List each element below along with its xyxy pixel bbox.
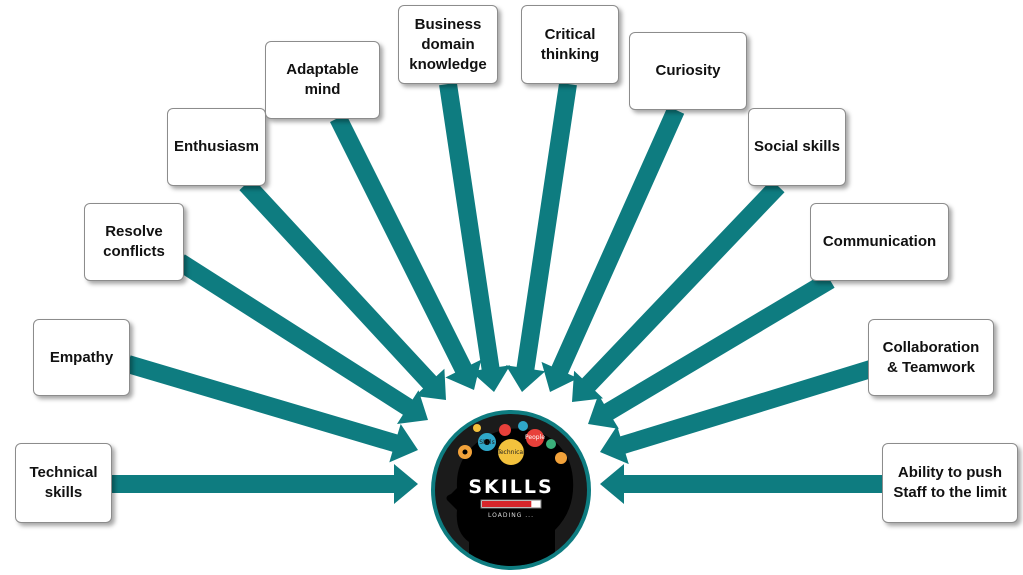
skill-label: Collaboration & Teamwork	[882, 338, 980, 376]
gear-icon	[458, 421, 567, 465]
skill-label: Critical thinking	[540, 25, 600, 63]
skill-box-enthusiasm: Enthusiasm	[167, 108, 266, 186]
arrow-enthusiasm	[239, 177, 446, 400]
loading-text: LOADING ...	[487, 512, 534, 519]
skill-box-communication: Communication	[810, 203, 949, 281]
skill-box-ability-to-push: Ability to push Staff to the limit	[882, 443, 1018, 523]
skill-label: Resolve conflicts	[103, 223, 165, 260]
arrow-business-domain-knowledge	[439, 82, 511, 392]
loading-bar-fill	[482, 501, 532, 507]
skill-label: Technical skills	[29, 464, 98, 501]
arrow-technical-skills	[110, 464, 418, 504]
arrow-collaboration-teamwork	[600, 359, 877, 465]
skill-box-curiosity: Curiosity	[629, 32, 747, 110]
skill-label: Curiosity	[655, 62, 721, 79]
gear-label-technical: Technical	[497, 449, 525, 456]
skill-box-collaboration-teamwork: Collaboration & Teamwork	[868, 319, 994, 396]
skill-box-adaptable-mind: Adaptable mind	[265, 41, 380, 119]
arrow-critical-thinking	[505, 82, 577, 392]
skills-head-image: People Technical Skills SKILLS LOADING .…	[431, 410, 591, 570]
skill-box-social-skills: Social skills	[748, 108, 846, 186]
skill-label: Business domain knowledge	[409, 15, 487, 73]
skill-label: Adaptable mind	[286, 61, 359, 98]
arrow-communication	[588, 272, 835, 429]
center-title: SKILLS	[468, 476, 554, 498]
arrow-resolve-conflicts	[175, 254, 428, 424]
skill-box-technical-skills: Technical skills	[15, 443, 112, 523]
skill-label: Communication	[822, 233, 937, 250]
arrow-curiosity	[541, 106, 685, 393]
arrow-ability-to-push	[600, 464, 884, 504]
skill-label: Social skills	[754, 138, 840, 155]
skill-label: Ability to push Staff to the limit	[893, 464, 1007, 501]
arrow-adaptable-mind	[330, 114, 482, 390]
skill-label: Enthusiasm	[173, 138, 260, 155]
gear-label-skills: Skills	[479, 439, 495, 446]
skill-label: Empathy	[49, 348, 114, 366]
gear-label-people: People	[525, 434, 545, 441]
skill-box-business-domain-knowledge: Business domain knowledge	[398, 5, 498, 84]
head-silhouette-icon	[446, 421, 574, 566]
arrow-social-skills	[572, 179, 785, 402]
skill-box-resolve-conflicts: Resolve conflicts	[84, 203, 184, 281]
skill-box-critical-thinking: Critical thinking	[521, 5, 619, 84]
skill-box-empathy: Empathy	[33, 319, 130, 396]
arrow-empathy	[125, 355, 419, 463]
